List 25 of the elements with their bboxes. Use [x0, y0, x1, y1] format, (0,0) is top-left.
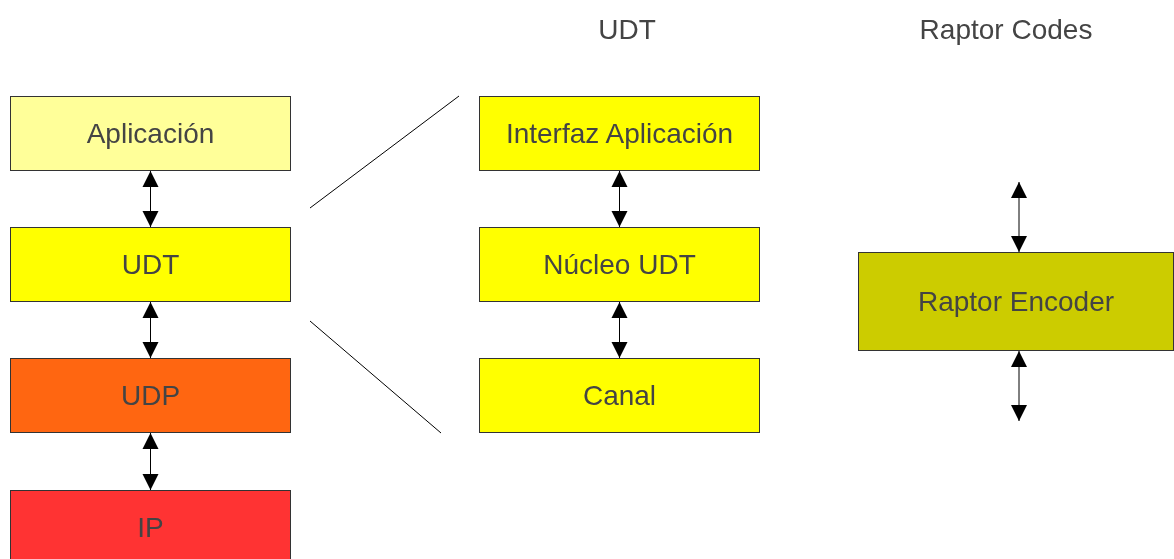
- layer-label: Aplicación: [86, 117, 215, 150]
- layer-box: [479, 96, 760, 171]
- double-arrow: [142, 301, 159, 359]
- layer-box: [479, 358, 760, 433]
- layer-label: Raptor Encoder: [917, 285, 1115, 318]
- double-arrow: [142, 170, 159, 228]
- layer-label: UDT: [121, 248, 180, 281]
- double-arrow: [611, 170, 628, 228]
- layer-label: UDP: [120, 379, 181, 412]
- layer-box: [858, 252, 1174, 351]
- double-arrow: [1011, 181, 1027, 253]
- layer-box: [10, 96, 291, 171]
- column-heading: Raptor Codes: [919, 14, 1093, 46]
- layer-label: IP: [137, 511, 164, 544]
- layer-box: [10, 358, 291, 433]
- layer-box: [479, 227, 760, 302]
- column-heading: UDT: [598, 14, 656, 46]
- double-arrow: [611, 301, 628, 359]
- layer-label: Interfaz Aplicación: [505, 117, 734, 150]
- layer-box: [10, 490, 291, 559]
- double-arrow: [1011, 350, 1027, 422]
- layer-label: Canal: [582, 379, 657, 412]
- layer-label: Núcleo UDT: [543, 248, 696, 281]
- layer-box: [10, 227, 291, 302]
- double-arrow: [142, 432, 159, 491]
